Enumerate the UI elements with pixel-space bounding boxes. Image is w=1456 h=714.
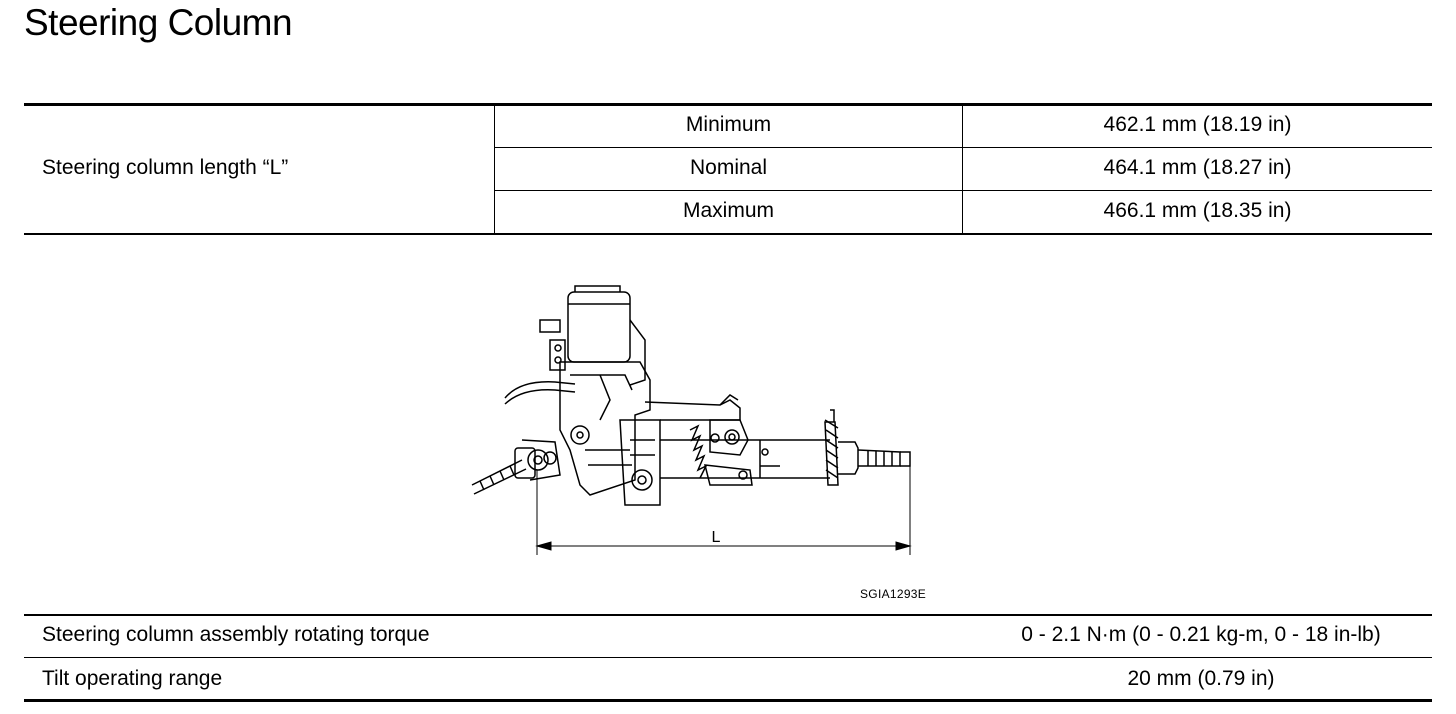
row-divider: [494, 147, 1432, 148]
page-title: Steering Column: [24, 2, 293, 43]
row-divider: [494, 190, 1432, 191]
column-divider: [962, 106, 963, 234]
table2-bottom-rule: [24, 699, 1432, 702]
row-maximum-value: 466.1 mm (18.35 in): [1103, 199, 1292, 222]
table-top-rule: [24, 103, 1432, 106]
row-minimum-name: Minimum: [685, 113, 772, 136]
dimension-label: L: [712, 529, 721, 546]
steering-column-illustration: L: [471, 285, 912, 555]
tilt-range-label: Tilt operating range: [42, 667, 223, 690]
length-label: Steering column length “L”: [42, 156, 289, 179]
torque-value: 0 - 2.1 N·m (0 - 0.21 kg-m, 0 - 18 in-lb…: [1021, 623, 1381, 646]
row-divider: [24, 657, 1432, 658]
tilt-range-value: 20 mm (0.79 in): [1127, 667, 1275, 690]
row-maximum-name: Maximum: [682, 199, 774, 222]
table-bottom-rule: [24, 233, 1432, 235]
column-divider: [494, 106, 495, 234]
table2-top-rule: [24, 614, 1432, 616]
figure-code: SGIA1293E: [860, 587, 927, 601]
row-minimum-value: 462.1 mm (18.19 in): [1103, 113, 1292, 136]
torque-label: Steering column assembly rotating torque: [42, 623, 430, 646]
row-nominal-value: 464.1 mm (18.27 in): [1103, 156, 1292, 179]
row-nominal-name: Nominal: [689, 156, 768, 179]
